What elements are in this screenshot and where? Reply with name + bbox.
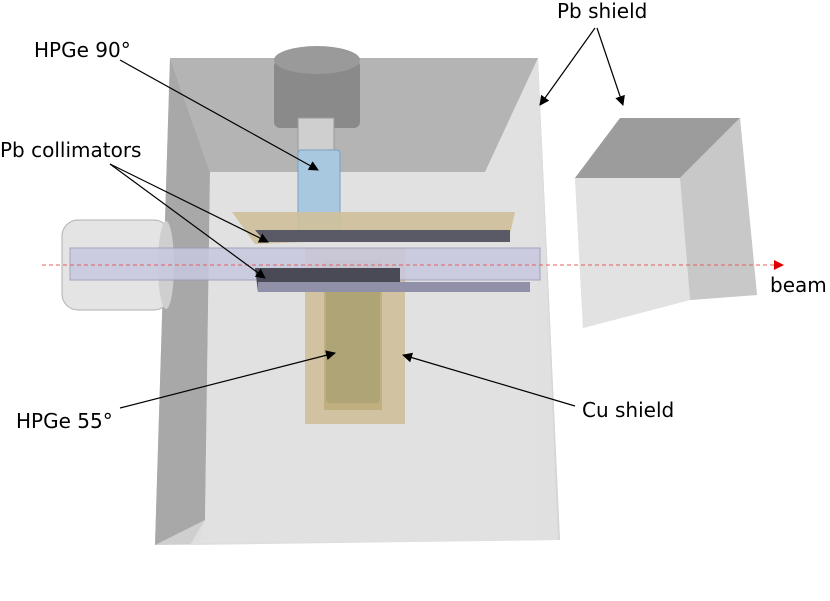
arrow-collimator-lower bbox=[109, 163, 266, 279]
arrow-pb-shield-right bbox=[596, 27, 625, 106]
hpge-90-dewar bbox=[274, 60, 360, 128]
block-top-face bbox=[575, 118, 740, 178]
label-pb-shield: Pb shield bbox=[557, 0, 647, 23]
label-pb-collimators: Pb collimators bbox=[0, 138, 141, 162]
pb-collimators bbox=[232, 212, 530, 292]
block-left-face bbox=[575, 178, 690, 328]
label-hpge-90: HPGe 90° bbox=[34, 38, 131, 62]
block-right-face bbox=[680, 118, 757, 300]
label-cu-shield: Cu shield bbox=[582, 398, 674, 422]
hpge-90-dewar-top bbox=[274, 46, 360, 74]
hpge-55-crystal bbox=[326, 285, 380, 403]
arrow-cu-shield bbox=[402, 352, 576, 407]
arrow-hpge-55 bbox=[119, 350, 336, 409]
pb-shield-block bbox=[575, 118, 757, 328]
label-beam: beam bbox=[770, 273, 827, 297]
collimator-upper-edge bbox=[255, 230, 510, 242]
collimator-lower-bar bbox=[258, 282, 530, 292]
label-hpge-55: HPGe 55° bbox=[16, 409, 113, 433]
arrow-collimator-upper bbox=[109, 163, 269, 243]
arrow-hpge-90 bbox=[119, 59, 319, 171]
annotation-arrows bbox=[109, 27, 625, 409]
hpge-90-detector bbox=[274, 46, 360, 233]
shield-left-wall bbox=[155, 58, 210, 545]
arrow-pb-shield-left bbox=[539, 27, 596, 106]
